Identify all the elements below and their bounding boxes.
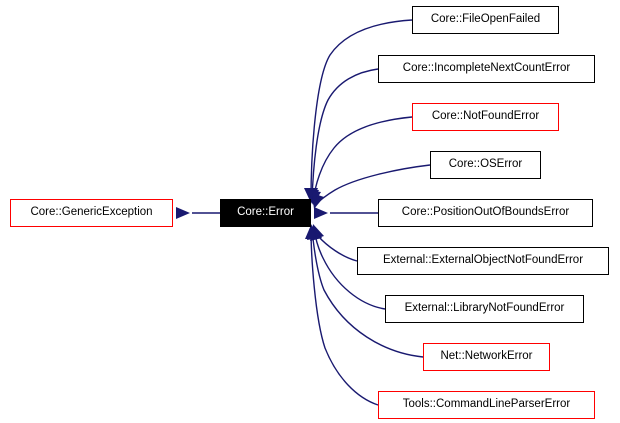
node-label: Core::GenericException — [30, 206, 153, 219]
node-tools-commandlineparsererror[interactable]: Tools::CommandLineParserError — [378, 391, 595, 419]
node-core-error[interactable]: Core::Error — [220, 199, 311, 227]
node-label: Core::PositionOutOfBoundsError — [401, 206, 570, 219]
edge-derived-external-object-not-found-error — [312, 224, 358, 262]
node-core-oserror[interactable]: Core::OSError — [430, 151, 541, 179]
node-label: Core::FileOpenFailed — [430, 13, 541, 26]
node-label: Tools::CommandLineParserError — [402, 398, 571, 411]
node-label: Core::OSError — [448, 158, 523, 171]
node-label: Core::IncompleteNextCountError — [402, 62, 571, 75]
node-label: Core::NotFoundError — [431, 110, 540, 123]
node-label: External::ExternalObjectNotFoundError — [382, 254, 584, 267]
node-external-externalobjectnotfounderror[interactable]: External::ExternalObjectNotFoundError — [357, 247, 609, 275]
node-external-librarynotfounderror[interactable]: External::LibraryNotFoundError — [385, 295, 584, 323]
node-label: External::LibraryNotFoundError — [404, 302, 565, 315]
edge-derived-position-out-of-bounds-error — [314, 207, 378, 219]
node-label: Net::NetworkError — [440, 350, 533, 363]
node-core-incompletenextcounterror[interactable]: Core::IncompleteNextCountError — [378, 55, 595, 83]
edge-to-base — [176, 207, 220, 219]
edge-derived-network-error — [307, 224, 424, 358]
node-label: Core::Error — [237, 206, 294, 219]
node-core-genericexception[interactable]: Core::GenericException — [10, 199, 173, 227]
node-net-networkerror[interactable]: Net::NetworkError — [423, 343, 550, 371]
edge-derived-not-found-error — [308, 116, 413, 205]
node-core-notfounderror[interactable]: Core::NotFoundError — [412, 103, 559, 131]
node-core-positionoutofboundserror[interactable]: Core::PositionOutOfBoundsError — [378, 199, 593, 227]
edge-derived-file-open-failed — [304, 19, 413, 203]
edge-derived-incomplete-next-count-error — [306, 68, 379, 204]
node-core-fileopenfailed[interactable]: Core::FileOpenFailed — [412, 6, 559, 34]
